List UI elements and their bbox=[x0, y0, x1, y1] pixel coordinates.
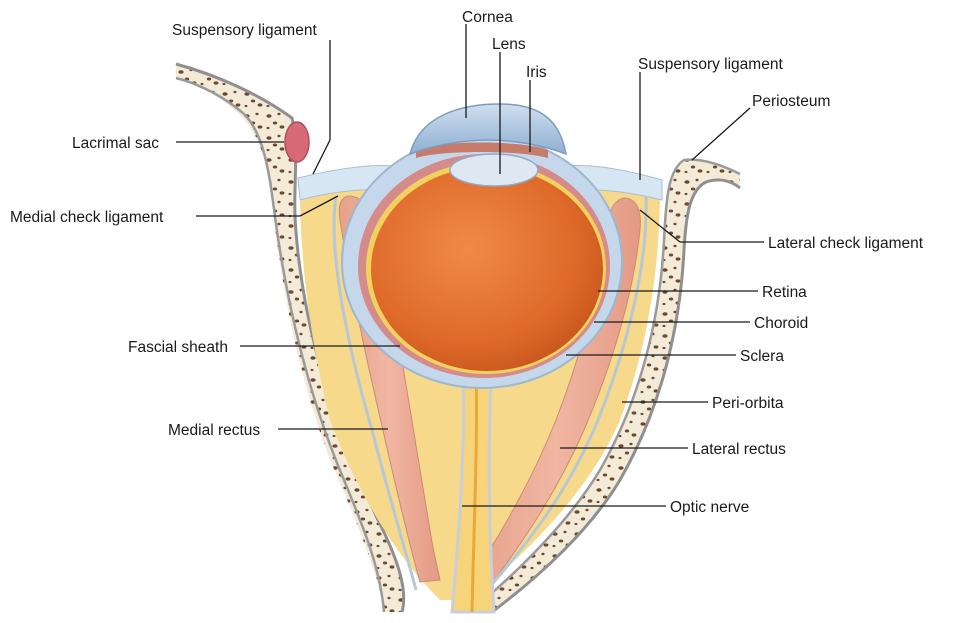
label-lens: Lens bbox=[492, 36, 526, 53]
label-optic-nerve: Optic nerve bbox=[670, 499, 749, 516]
label-lacrimal-sac: Lacrimal sac bbox=[72, 135, 159, 152]
label-lateral-check-ligament: Lateral check ligament bbox=[768, 235, 924, 252]
vitreous-body bbox=[371, 167, 603, 371]
label-periosteum: Periosteum bbox=[752, 93, 830, 110]
label-sclera: Sclera bbox=[740, 348, 784, 365]
label-choroid: Choroid bbox=[754, 315, 808, 332]
label-lateral-rectus: Lateral rectus bbox=[692, 441, 786, 458]
label-retina: Retina bbox=[762, 284, 807, 301]
label-iris: Iris bbox=[526, 64, 547, 81]
label-cornea: Cornea bbox=[462, 9, 513, 26]
label-medial-rectus: Medial rectus bbox=[168, 422, 260, 439]
label-suspensory-ligament-left: Suspensory ligament bbox=[172, 22, 317, 39]
lens-shape bbox=[450, 154, 538, 186]
label-suspensory-ligament-right: Suspensory ligament bbox=[638, 56, 783, 73]
lacrimal-sac bbox=[285, 122, 309, 162]
label-peri-orbita: Peri-orbita bbox=[712, 395, 784, 412]
label-fascial-sheath: Fascial sheath bbox=[128, 339, 228, 356]
label-medial-check-ligament: Medial check ligament bbox=[10, 209, 164, 226]
